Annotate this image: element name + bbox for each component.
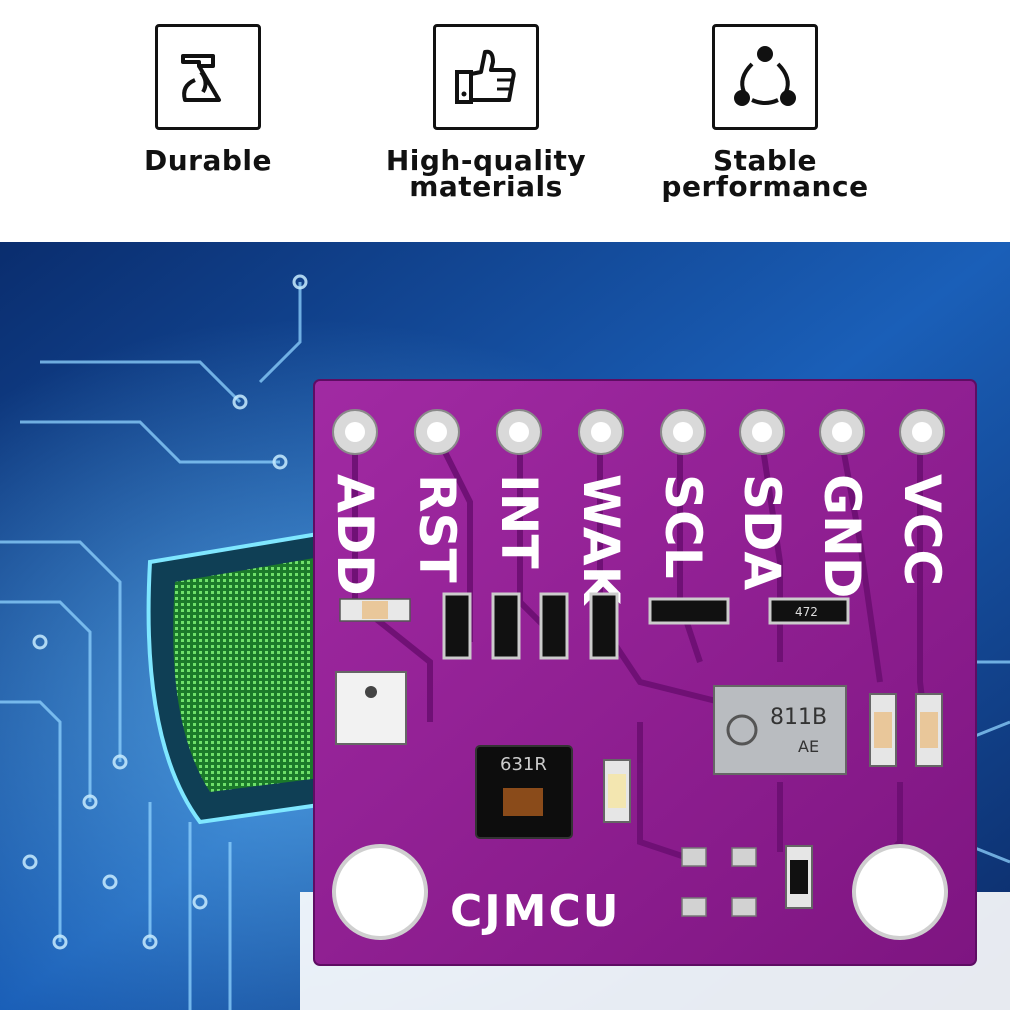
pin-label-gnd: GND — [813, 474, 871, 598]
mounting-hole-right — [852, 844, 948, 940]
feature-quality: High-quality materials — [366, 24, 606, 203]
feature-label: High-quality materials — [385, 144, 587, 203]
chip-marking-small: 631R — [500, 754, 547, 775]
feature-label: Stable performance — [661, 144, 869, 203]
pin-label-rst: RST — [408, 474, 466, 583]
pin-holes — [332, 409, 945, 455]
resistor-marking: 472 — [795, 605, 818, 619]
pin-label-add: ADD — [326, 474, 384, 596]
capacitors — [603, 693, 943, 909]
mounting-hole-left — [332, 844, 428, 940]
chip-marking-main: 811B — [770, 705, 827, 730]
circuit-traces — [0, 282, 1010, 1010]
gas-sensor-chip: 811B AE — [713, 685, 847, 775]
circuit-pads — [22, 274, 308, 950]
feature-stable: Stable performance — [645, 24, 885, 203]
pcb-board: ADD RST INT WAK SCL SDA GND VCC 472 — [313, 379, 977, 966]
features-row: Durable High-quality materials St — [0, 0, 1010, 242]
feature-durable: Durable — [88, 24, 328, 177]
background-chip — [146, 529, 343, 825]
pin-labels: ADD RST INT WAK SCL SDA GND VCC — [326, 474, 951, 607]
pin-label-vcc: VCC — [893, 474, 951, 586]
pin-label-int: INT — [490, 474, 548, 569]
brand-logo-text: CJMCU — [450, 886, 620, 937]
resistors: 472 — [339, 592, 850, 660]
product-photo: ADD RST INT WAK SCL SDA GND VCC 472 — [0, 242, 1010, 1010]
pin-label-wak: WAK — [572, 474, 630, 607]
pressure-sensor — [335, 671, 407, 745]
product-photo-svg: ADD RST INT WAK SCL SDA GND VCC 472 — [0, 242, 1010, 1010]
thumbs-up-icon — [433, 24, 539, 130]
feature-label: Durable — [143, 144, 272, 177]
pin-label-sda: SDA — [733, 474, 791, 591]
cycle-nodes-icon — [712, 24, 818, 130]
sensor-chip: 631R — [475, 745, 573, 839]
solder-pads — [681, 847, 757, 917]
pin-label-scl: SCL — [654, 474, 712, 579]
hammer-icon — [155, 24, 261, 130]
chip-marking-sub: AE — [798, 737, 819, 756]
